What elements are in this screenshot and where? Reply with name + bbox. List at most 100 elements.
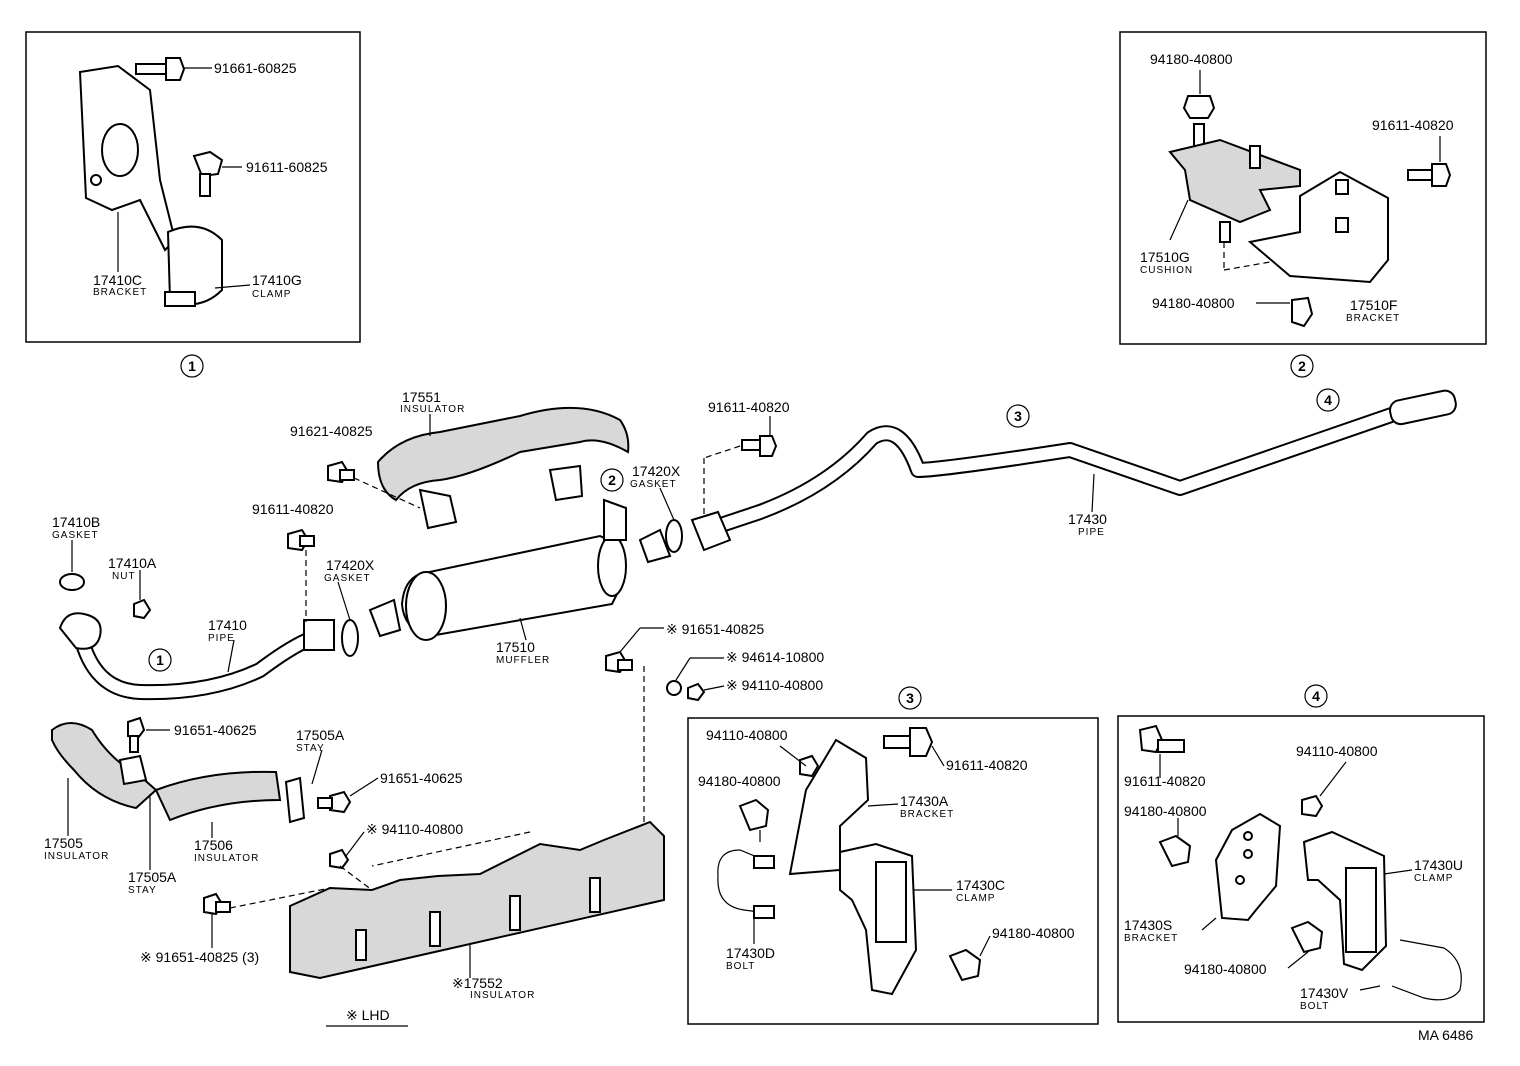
label-94110-40800-lhd-b: ※ 94110-40800: [366, 821, 463, 837]
inset-4-frame: [1117, 715, 1485, 1023]
insulator-17552: [289, 820, 665, 980]
label-91611-40820: 91611-40820: [1372, 117, 1454, 133]
label-17430v-bolt: BOLT: [1300, 1001, 1329, 1012]
gasket-17420x-front: [341, 619, 359, 657]
label-91611-40820-b: 91611-40820: [708, 399, 790, 415]
label-17430-pipe: PIPE: [1078, 527, 1105, 538]
label-17505: 17505: [44, 835, 83, 851]
label-17510f: 17510F: [1350, 297, 1397, 313]
label-91611-40820-i3: 91611-40820: [946, 757, 1028, 773]
label-94180-40800-i4a: 94180-40800: [1124, 803, 1207, 819]
label-91651-40625-a: 91651-40625: [174, 722, 257, 738]
label-91611-60825: 91611-60825: [246, 159, 328, 175]
bolt-91651-40825-lhd: [605, 650, 633, 674]
label-17510: 17510: [496, 639, 535, 655]
ubolt-thread-a: [753, 855, 775, 869]
label-94180-40800-i3a: 94180-40800: [698, 773, 781, 789]
callout-3-main-circle: [1006, 404, 1030, 428]
nut-94110-40800-i3: [799, 754, 820, 778]
label-17430: 17430: [1068, 511, 1107, 527]
clamp-17430u-plate: [1345, 867, 1377, 953]
label-17410c: 17410C: [93, 272, 142, 288]
label-91661-60825: 91661-60825: [214, 60, 297, 76]
label-91611-40820-a: 91611-40820: [252, 501, 334, 517]
label-17510-muffler: MUFFLER: [496, 655, 550, 666]
label-17505-insulator: INSULATOR: [44, 851, 109, 862]
label-91651-40825-lhd: ※ 91651-40825: [666, 621, 764, 637]
label-17430d: 17430D: [726, 945, 775, 961]
label-17410a: 17410A: [108, 555, 157, 571]
label-17420x-front: 17420X: [326, 557, 375, 573]
label-17430a: 17430A: [900, 793, 949, 809]
label-lhd: ※ LHD: [346, 1007, 390, 1023]
callout-3-label: 3: [906, 690, 914, 706]
callout-2-label: 2: [1298, 358, 1306, 374]
ubolt-thread-b: [753, 905, 775, 919]
label-gasket-front: GASKET: [324, 573, 371, 584]
bracket-hole: [101, 123, 139, 177]
pipe-flange: [58, 612, 102, 650]
label-17551: 17551: [402, 389, 441, 405]
stud-bottom: [1219, 221, 1231, 243]
callout-1-main-label: 1: [156, 652, 164, 668]
pipe-tip: [1389, 389, 1457, 426]
label-clamp: CLAMP: [252, 289, 291, 300]
label-17410b: 17410B: [52, 514, 100, 530]
label-17430c-clamp: CLAMP: [956, 893, 995, 904]
label-17430a-bracket: BRACKET: [900, 809, 954, 820]
label-17430v: 17430V: [1300, 985, 1349, 1001]
bolt-91611-40820: [1407, 163, 1452, 187]
insulator-17552-slot-1: [355, 929, 367, 961]
callout-1-label: 1: [188, 358, 196, 374]
label-17505a-upper-stay: STAY: [296, 743, 325, 754]
insulator-17552-slot-3: [509, 895, 521, 931]
bolt-91621-40825: [327, 460, 355, 484]
label-17505a-lower: 17505A: [128, 869, 177, 885]
nut-94180-40800-i4b: [1290, 920, 1324, 954]
label-bracket-2: BRACKET: [1346, 313, 1400, 324]
label-17505a-lower-stay: STAY: [128, 885, 157, 896]
label-17506: 17506: [194, 837, 233, 853]
label-94614-10800: ※ 94614-10800: [726, 649, 824, 665]
bolt-91611-40820-i4: [1138, 724, 1185, 754]
label-17410: 17410: [208, 617, 247, 633]
muffler-hanger: [603, 498, 627, 541]
nut-94110-40800-lhd-b: [329, 848, 350, 870]
label-17552: ※17552: [452, 975, 503, 991]
lower-left-parts: ※ 91651-40825 ※ 94614-10800 ※ 94110-4080…: [44, 621, 824, 1027]
pipe-flange-2: [303, 619, 335, 651]
label-94110-40800-i4: 94110-40800: [1296, 743, 1378, 759]
label-17551-insulator: INSULATOR: [400, 404, 465, 415]
callout-4-circle: [1304, 684, 1328, 708]
label-94180-40800-i3b: 94180-40800: [992, 925, 1075, 941]
nut-94180-40800-i4a: [1158, 834, 1192, 868]
label-17430u: 17430U: [1414, 857, 1463, 873]
gasket-17420x-rear: [665, 519, 683, 553]
bracket-17510f: [1247, 170, 1389, 284]
bolt-91651-40825-3: [203, 892, 231, 916]
nut-94110-40800: [687, 682, 706, 702]
bracket-17430a: [788, 738, 870, 876]
insulator-17551-clip-b: [548, 464, 584, 502]
bolt-91661-60825: [135, 57, 186, 81]
bracket-bolt-hole: [90, 174, 102, 186]
label-17410g: 17410G: [252, 272, 302, 288]
label-17430c: 17430C: [956, 877, 1005, 893]
ubolt-17430v: [1391, 939, 1462, 1001]
insulator-17552-slot-2: [429, 911, 441, 947]
callout-2-circle: [1290, 354, 1314, 378]
main-assembly: 17551 INSULATOR 91621-40825 91611-40820 …: [52, 388, 1457, 701]
bolt-91611-60825: [192, 150, 224, 197]
bolt-91651-40625-a: [127, 716, 146, 753]
insulator-17505: [51, 722, 158, 810]
callout-4-main-circle: [1316, 388, 1340, 412]
label-17552-insulator: INSULATOR: [470, 990, 535, 1001]
diagram-code: MA 6486: [1418, 1027, 1473, 1043]
bolt-91611-40820-i3: [883, 727, 934, 757]
label-17430d-bolt: BOLT: [726, 961, 755, 972]
nut-94180-40800: [1182, 95, 1216, 119]
callout-4-label: 4: [1312, 688, 1320, 704]
label-94180-40800-top: 94180-40800: [1150, 51, 1233, 67]
nut-94110-40800-i4: [1301, 794, 1324, 818]
callout-3-main-label: 3: [1014, 408, 1022, 424]
